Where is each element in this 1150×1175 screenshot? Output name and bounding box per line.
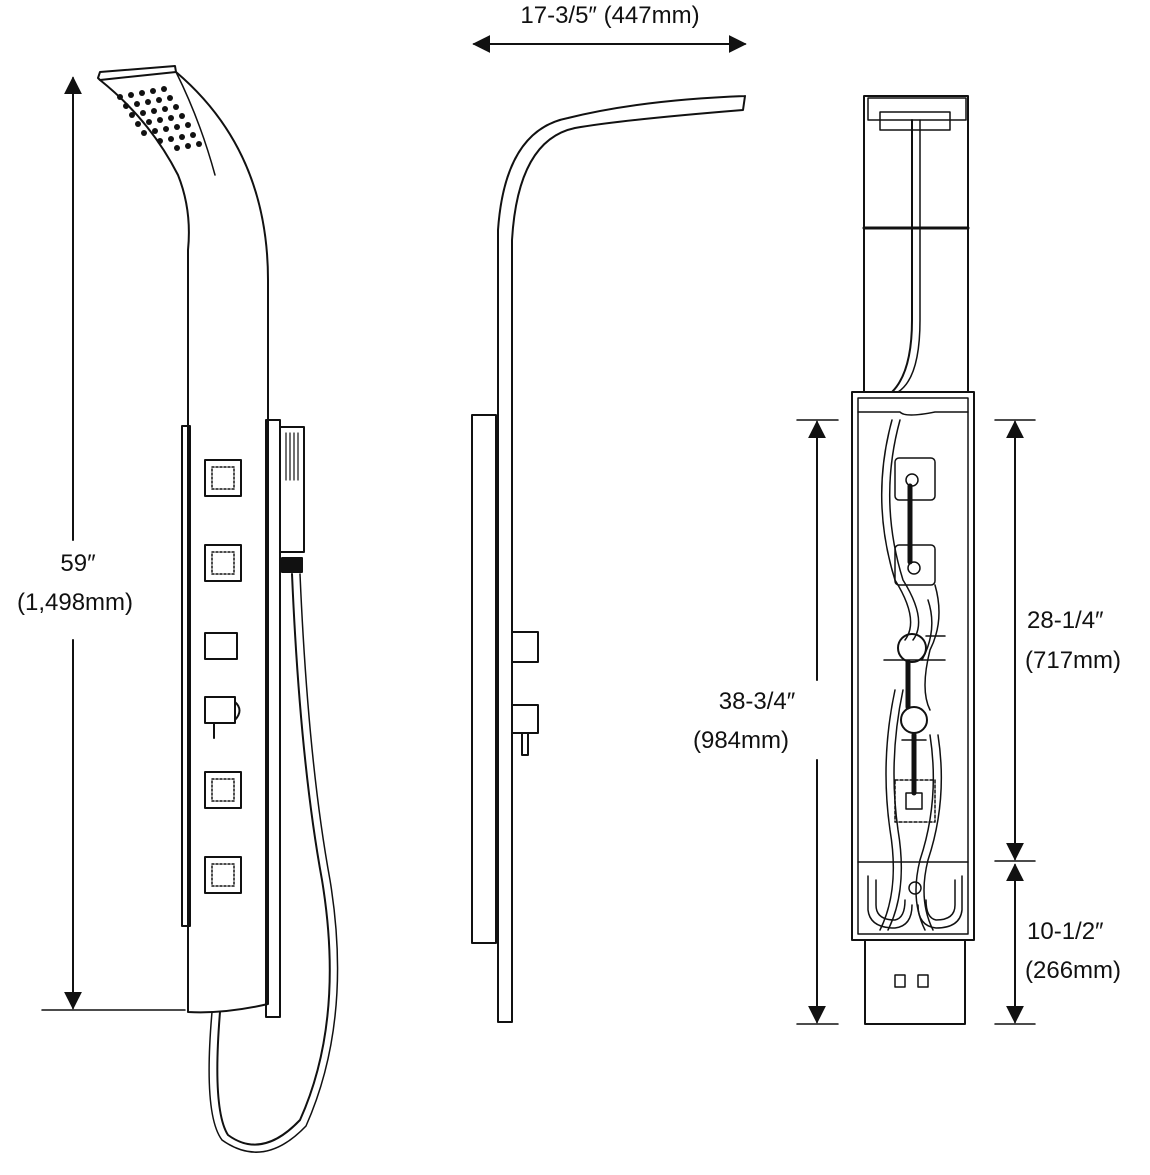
rear-diverter-valve — [897, 633, 927, 663]
hand-shower-icon — [279, 426, 305, 573]
rear-trap-left — [875, 879, 906, 921]
rear-trap-right — [925, 879, 956, 921]
overall-height-imperial-label: 59″ — [60, 550, 96, 577]
upper-valve-imperial-label: 28-1/4″ — [1027, 607, 1104, 634]
rear-supply-tube — [891, 119, 913, 393]
rear-jet-valve-2 — [894, 544, 936, 586]
side-diverter-knob — [511, 631, 539, 663]
rear-view — [796, 95, 1036, 1025]
rear-pipe-1 — [880, 419, 912, 641]
side-valve-lever — [521, 732, 529, 756]
body-spray-jet-icon — [204, 544, 242, 582]
body-spray-jet-icon — [204, 856, 242, 894]
rear-housing-lip — [857, 411, 969, 416]
side-valve-knob — [511, 704, 539, 734]
diverter-knob — [204, 632, 238, 660]
install-height-imperial-label: 38-3/4″ — [719, 688, 796, 715]
valve-knob-icon — [204, 696, 241, 739]
rear-pipe-3 — [879, 689, 896, 931]
side-backplate — [471, 414, 497, 944]
front-view — [41, 65, 339, 1153]
rear-jet-valve-1 — [894, 457, 936, 501]
rear-bottom-box — [864, 939, 966, 1025]
rear-housing-inner — [857, 397, 969, 935]
overall-height-metric-label: (1,498mm) — [17, 589, 133, 616]
shower-hose — [216, 573, 331, 1146]
body-spray-jet-icon — [204, 771, 242, 809]
panel-body — [99, 71, 269, 1014]
side-profile — [497, 95, 746, 1023]
shower-head-icon — [117, 86, 202, 151]
right-rail — [265, 419, 281, 1018]
rear-top-clip — [879, 111, 951, 131]
shower-hose-outer — [208, 573, 339, 1153]
rear-mixing-valve — [900, 706, 928, 734]
shower-head-plate — [97, 65, 177, 81]
side-view — [471, 35, 747, 1023]
rear-top-bracket — [867, 97, 967, 121]
rear-supply-tube-outer — [897, 119, 921, 393]
rear-inlet-hot — [894, 974, 906, 988]
panel-neck-line — [175, 71, 216, 176]
rear-upper-column — [863, 95, 969, 393]
body-spray-jet-icon — [204, 459, 242, 497]
depth-label: 17-3/5″ (447mm) — [520, 2, 699, 29]
left-rail — [181, 425, 191, 927]
rear-pipe-2 — [924, 584, 940, 711]
upper-valve-metric-label: (717mm) — [1025, 647, 1121, 674]
lower-section-metric-label: (266mm) — [1025, 957, 1121, 984]
lower-section-imperial-label: 10-1/2″ — [1027, 918, 1104, 945]
rear-inlet-cold — [917, 974, 929, 988]
install-height-metric-label: (984mm) — [693, 727, 789, 754]
